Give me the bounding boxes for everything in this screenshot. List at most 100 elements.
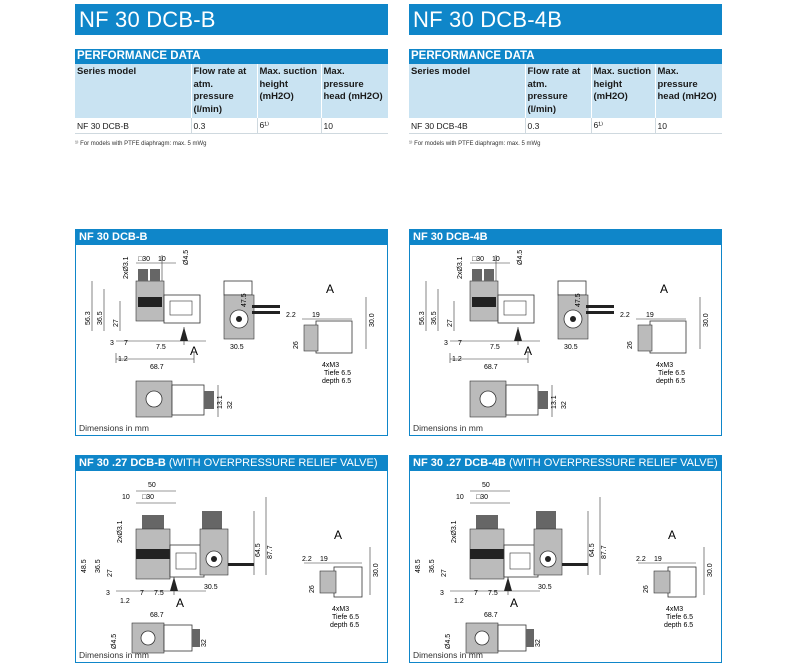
end-view bbox=[638, 547, 705, 598]
bottom-view bbox=[131, 622, 200, 654]
front-view bbox=[91, 255, 206, 363]
label-19: 19 bbox=[320, 556, 328, 563]
label-645: 64.5 bbox=[255, 543, 262, 557]
label-10: 10 bbox=[492, 256, 500, 263]
label-12: 1.2 bbox=[118, 356, 128, 363]
label-dia-45: Ø4.5 bbox=[517, 250, 524, 265]
performance-header-left: PERFORMANCE DATA bbox=[75, 49, 388, 64]
label-485: 48.5 bbox=[415, 559, 422, 573]
label-27: 27 bbox=[107, 569, 114, 577]
label-3: 3 bbox=[110, 340, 114, 347]
label-tiefe: Tiefe 6.5 bbox=[658, 370, 685, 377]
bottom-view bbox=[465, 622, 534, 654]
label-tiefe: Tiefe 6.5 bbox=[324, 370, 351, 377]
label-22: 2.2 bbox=[636, 556, 646, 563]
bottom-view bbox=[469, 380, 553, 418]
label-depth: depth 6.5 bbox=[330, 622, 359, 629]
label-305: 30.5 bbox=[538, 584, 552, 591]
label-10: 10 bbox=[456, 494, 464, 501]
drawing-box-right-standard: NF 30 DCB-4B □30 10 Ø4.5 2xØ3.1 56.3 36.… bbox=[409, 229, 722, 436]
cell-suction: 6¹⁾ bbox=[257, 118, 322, 134]
label-12: 1.2 bbox=[120, 598, 130, 605]
label-475: 47.5 bbox=[575, 293, 582, 307]
dimensions-caption: Dimensions in mm bbox=[79, 650, 149, 660]
col-suction-height: Max. suction height (mH2O) bbox=[591, 64, 656, 118]
label-22: 2.2 bbox=[620, 312, 630, 319]
label-32: 32 bbox=[227, 401, 234, 409]
label-dia-31: 2xØ3.1 bbox=[457, 256, 464, 279]
label-365: 36.5 bbox=[429, 559, 436, 573]
label-27: 27 bbox=[441, 569, 448, 577]
drawing-box-title: NF 30 DCB-B bbox=[76, 230, 387, 245]
label-3: 3 bbox=[106, 590, 110, 597]
label-dia-45: Ø4.5 bbox=[111, 634, 118, 649]
label-305: 30.5 bbox=[204, 584, 218, 591]
label-877: 87.7 bbox=[601, 545, 608, 559]
label-645: 64.5 bbox=[589, 543, 596, 557]
side-view bbox=[557, 280, 614, 340]
dimensions-caption: Dimensions in mm bbox=[79, 423, 149, 433]
label-300: 30.0 bbox=[373, 563, 380, 577]
label-365: 36.5 bbox=[431, 311, 438, 325]
label-300: 30.0 bbox=[707, 563, 714, 577]
front-view bbox=[425, 255, 540, 363]
label-7: 7 bbox=[474, 590, 478, 597]
table-row: NF 30 DCB-4B 0.3 6¹⁾ 10 bbox=[409, 118, 722, 134]
end-view bbox=[304, 547, 371, 598]
label-dia-45: Ø4.5 bbox=[445, 634, 452, 649]
label-22: 2.2 bbox=[286, 312, 296, 319]
label-26: 26 bbox=[643, 585, 650, 593]
label-687: 68.7 bbox=[484, 612, 498, 619]
pump-dimension-drawing-relief: 50 10 □30 2xØ3.1 48.5 36.5 27 3 7 7.5 1.… bbox=[81, 482, 380, 654]
cell-pressure: 10 bbox=[655, 118, 722, 134]
label-131: 13.1 bbox=[217, 395, 224, 409]
label-365: 36.5 bbox=[95, 559, 102, 573]
label-687: 68.7 bbox=[484, 364, 498, 371]
page-title-left: NF 30 DCB-B bbox=[75, 4, 388, 35]
label-75: 7.5 bbox=[156, 344, 166, 351]
col-flow-rate: Flow rate at atm. pressure (l/min) bbox=[525, 64, 592, 118]
label-687: 68.7 bbox=[150, 364, 164, 371]
cell-flow: 0.3 bbox=[525, 118, 592, 134]
label-3: 3 bbox=[444, 340, 448, 347]
front-view bbox=[116, 490, 206, 595]
label-475: 47.5 bbox=[241, 293, 248, 307]
label-dia-31: 2xØ3.1 bbox=[123, 256, 130, 279]
label-7: 7 bbox=[124, 340, 128, 347]
label-50: 50 bbox=[482, 482, 490, 489]
label-dia-31: 2xØ3.1 bbox=[451, 520, 458, 543]
dimensions-caption: Dimensions in mm bbox=[413, 423, 483, 433]
label-square-30: □30 bbox=[476, 494, 488, 501]
label-a-end: A bbox=[668, 528, 676, 542]
cell-model: NF 30 DCB-4B bbox=[409, 118, 526, 134]
label-a-front: A bbox=[524, 344, 532, 358]
left-column: NF 30 DCB-B PERFORMANCE DATA Series mode… bbox=[75, 4, 388, 147]
label-27: 27 bbox=[447, 319, 454, 327]
label-19: 19 bbox=[646, 312, 654, 319]
dimensions-caption: Dimensions in mm bbox=[413, 650, 483, 660]
cell-suction: 6¹⁾ bbox=[591, 118, 656, 134]
performance-section-right: PERFORMANCE DATA Series model Flow rate … bbox=[409, 49, 722, 147]
drawing-box-right-relief-valve: NF 30 .27 DCB-4B (WITH OVERPRESSURE RELI… bbox=[409, 455, 722, 663]
performance-section-left: PERFORMANCE DATA Series model Flow rate … bbox=[75, 49, 388, 147]
footnote-right: ¹⁾ For models with PTFE diaphragm: max. … bbox=[409, 141, 541, 147]
label-22: 2.2 bbox=[302, 556, 312, 563]
performance-header-right: PERFORMANCE DATA bbox=[409, 49, 722, 64]
label-305: 30.5 bbox=[564, 344, 578, 351]
label-75: 7.5 bbox=[488, 590, 498, 597]
technical-drawing: □30 10 Ø4.5 2xØ3.1 56.3 36.5 27 3 7 7.5 … bbox=[76, 245, 387, 435]
label-12: 1.2 bbox=[454, 598, 464, 605]
label-a-end: A bbox=[660, 282, 668, 296]
label-19: 19 bbox=[312, 312, 320, 319]
end-view bbox=[636, 297, 701, 354]
label-687: 68.7 bbox=[150, 612, 164, 619]
col-series-model: Series model bbox=[409, 64, 526, 118]
drawing-box-title: NF 30 .27 DCB-B (WITH OVERPRESSURE RELIE… bbox=[76, 456, 387, 471]
label-dia-31: 2xØ3.1 bbox=[117, 520, 124, 543]
col-suction-height: Max. suction height (mH2O) bbox=[257, 64, 322, 118]
label-27: 27 bbox=[113, 319, 120, 327]
side-view bbox=[223, 280, 280, 340]
label-7: 7 bbox=[140, 590, 144, 597]
pump-dimension-drawing-relief: 50 10 □30 2xØ3.1 48.5 36.5 27 3 7 7.5 1.… bbox=[415, 482, 714, 654]
col-pressure-head: Max. pressure head (mH2O) bbox=[655, 64, 722, 118]
